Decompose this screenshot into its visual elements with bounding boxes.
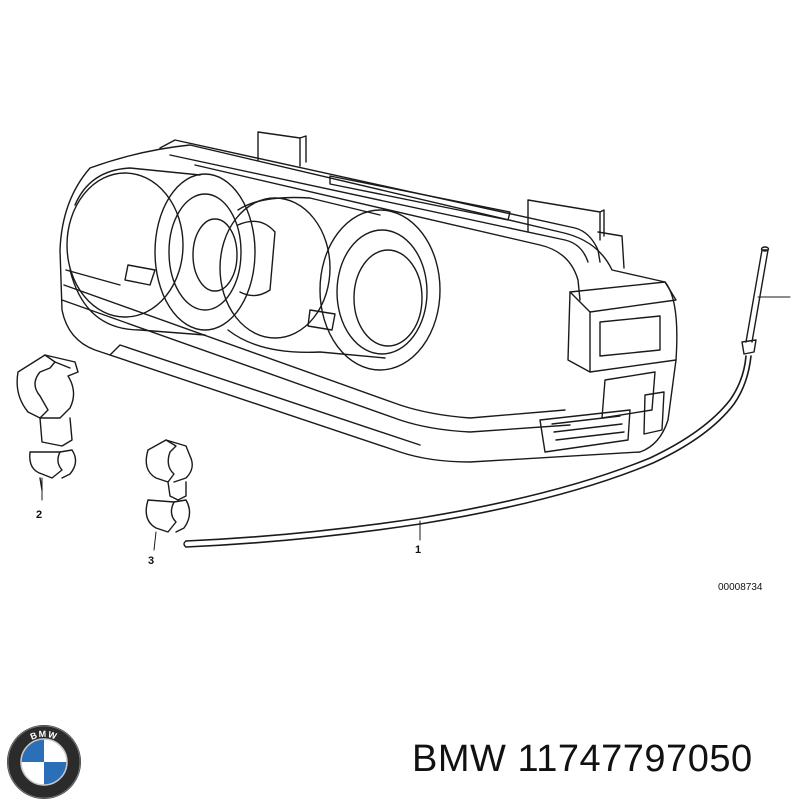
part-2-clip bbox=[16, 354, 79, 501]
diagram-reference-code: 00008734 bbox=[718, 582, 763, 593]
part-1-hose bbox=[183, 246, 791, 548]
svg-text:BMW: BMW bbox=[29, 729, 59, 742]
part-3-clip bbox=[145, 439, 193, 551]
callout-leader-3 bbox=[153, 531, 157, 551]
part-number: 11747797050 bbox=[517, 738, 753, 780]
brand-part-number: BMW 11747797050 bbox=[412, 738, 753, 781]
callout-label-1: 1 bbox=[415, 544, 422, 556]
bmw-logo-icon: BMW bbox=[7, 725, 81, 799]
brand-name: BMW bbox=[412, 738, 507, 780]
callout-label-2: 2 bbox=[36, 509, 43, 521]
callout-label-3: 3 bbox=[148, 555, 155, 567]
air-filter-housing bbox=[59, 131, 678, 463]
